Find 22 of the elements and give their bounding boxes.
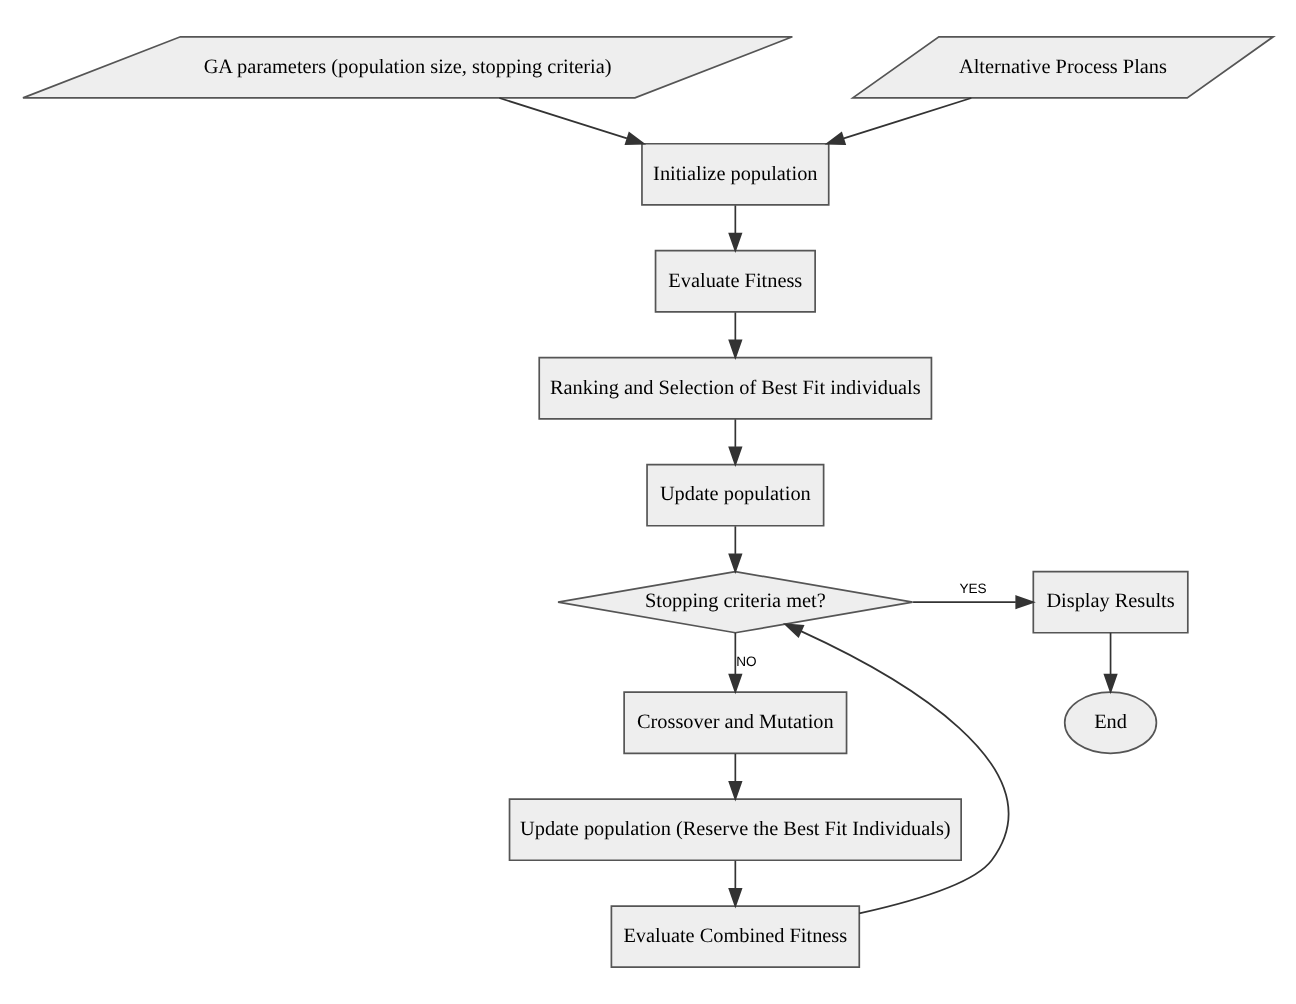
arrow [728,525,743,574]
node-box: Crossover and Mutation [623,691,848,755]
arrow [498,97,647,146]
arrow [728,204,743,254]
arrow [728,859,743,909]
arrow [912,595,1036,610]
node-box: Evaluate Fitness [654,249,816,313]
node-box: Ranking and Selection of Best Fit individuals [538,356,933,420]
node-ellipse: End [1063,691,1158,755]
node-box: Display Results [1032,570,1189,634]
arrow [1103,632,1118,695]
arrow [728,418,743,467]
arrow [728,311,743,360]
arrow [824,97,973,146]
node-diamond: Stopping criteria met? [557,570,914,634]
arrow [728,752,743,802]
node-box: Update population (Reserve the Best Fit Individuals) [508,798,962,862]
node-box: Evaluate Combined Fitness [610,905,861,969]
node-box: Update population [646,463,825,527]
node-box: Initialize population [641,142,830,206]
arrow [783,623,1010,915]
arrow [728,632,743,695]
